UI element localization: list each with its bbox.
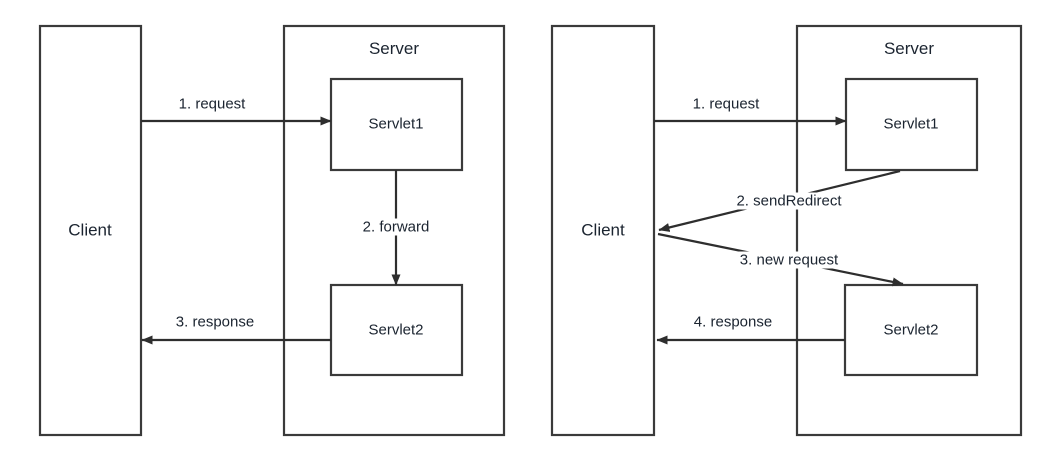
server-label-right: Server xyxy=(883,39,935,58)
client-box-left xyxy=(38,24,143,437)
servlet2-label-right: Servlet2 xyxy=(883,321,939,339)
flow-label-request-left: 1. request xyxy=(175,95,249,113)
servlet1-box-left xyxy=(329,77,464,172)
servlet2-label-left: Servlet2 xyxy=(368,321,424,339)
servlet1-box-right xyxy=(844,77,979,172)
client-label-right: Client xyxy=(581,220,625,240)
server-label-left: Server xyxy=(368,39,420,58)
servlet1-label-left: Servlet1 xyxy=(368,115,424,133)
servlet2-box-right xyxy=(843,283,979,377)
flow-label-forward-left: 2. forward xyxy=(359,218,433,236)
servlet1-label-right: Servlet1 xyxy=(883,115,939,133)
flow-label-response-right: 4. response xyxy=(690,313,776,331)
flow-label-request-right: 1. request xyxy=(689,95,763,113)
flow-label-response-left: 3. response xyxy=(172,313,258,331)
client-label-left: Client xyxy=(68,220,112,240)
servlet2-box-left xyxy=(329,283,464,377)
flow-label-sendredirect-right: 2. sendRedirect xyxy=(733,192,845,210)
flow-label-new-request-right: 3. new request xyxy=(736,251,842,269)
client-box-right xyxy=(550,24,656,437)
